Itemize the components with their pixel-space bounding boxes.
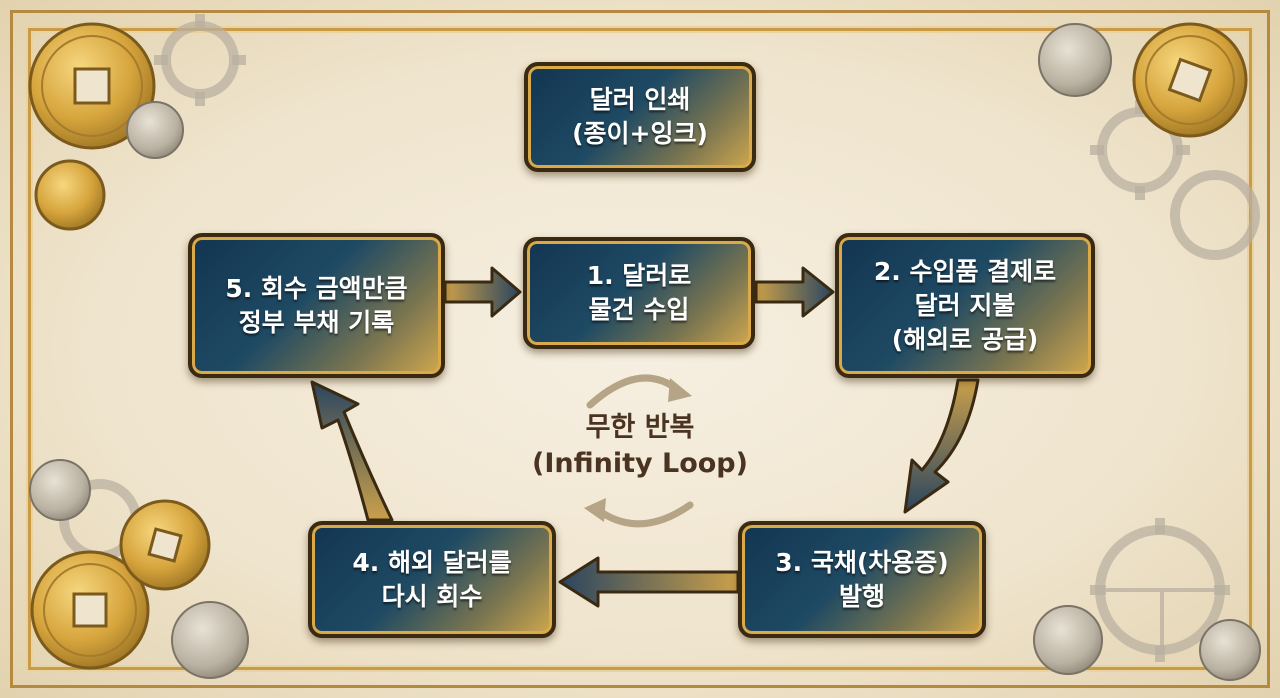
step-2-label: 2. 수입품 결제로 달러 지불 (해외로 공급) (873, 256, 1057, 354)
cycle-arrows-icon (584, 378, 692, 522)
arrow-2-to-3 (903, 378, 980, 514)
step-5-box: 5. 회수 금액만큼 정부 부채 기록 (188, 233, 445, 378)
arrow-4-to-5 (310, 380, 394, 522)
arrow-5-to-1 (443, 266, 522, 318)
outer-frame (10, 10, 1270, 688)
step-4-label: 4. 해외 달러를 다시 회수 (352, 547, 512, 611)
step-3-label: 3. 국채(차용증) 발행 (775, 547, 949, 611)
arrow-3-to-4 (558, 556, 740, 608)
coin-icon (1038, 22, 1248, 138)
infinity-loop-subtitle: (Infinity Loop) (532, 448, 748, 479)
step-5-label: 5. 회수 금액만큼 정부 부채 기록 (225, 273, 408, 337)
print-dollar-box: 달러 인쇄 (종이+잉크) (524, 62, 756, 172)
arrow-1-to-2 (754, 266, 835, 318)
step-1-label: 1. 달러로 물건 수입 (586, 261, 692, 324)
inner-frame (28, 28, 1252, 670)
coin-icon (1033, 605, 1261, 681)
step-2-box: 2. 수입품 결제로 달러 지불 (해외로 공급) (835, 233, 1095, 378)
infinity-loop-title: 무한 반복 (585, 412, 695, 443)
step-1-box: 1. 달러로 물건 수입 (523, 237, 755, 349)
gear-icon (154, 14, 1230, 662)
print-dollar-label: 달러 인쇄 (종이+잉크) (572, 85, 708, 148)
coin-icon (28, 22, 184, 231)
step-4-box: 4. 해외 달러를 다시 회수 (308, 521, 556, 638)
step-3-box: 3. 국채(차용증) 발행 (738, 521, 986, 638)
coin-icon (29, 459, 249, 679)
infinity-loop-label: 무한 반복 (Infinity Loop) (510, 410, 770, 482)
